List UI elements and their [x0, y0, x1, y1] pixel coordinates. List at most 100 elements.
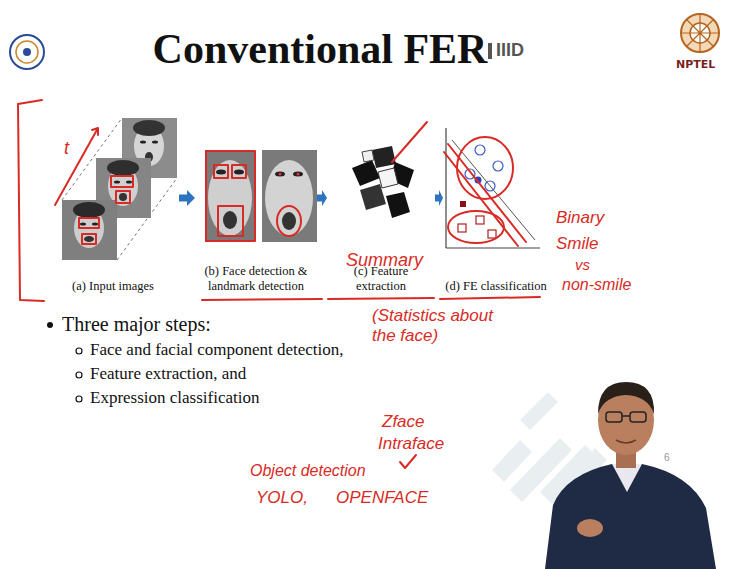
face-crops-part — [279, 173, 282, 176]
handwritten-note: t — [64, 138, 69, 159]
face-crops — [205, 150, 317, 242]
input-image-stack-part — [133, 120, 165, 136]
pen-annotations-part — [400, 455, 416, 468]
institute-logo-part — [16, 41, 38, 63]
face-crops-part — [223, 211, 237, 229]
handwritten-note: non-smile — [562, 276, 631, 294]
bullet-text: Three major steps: — [62, 312, 211, 336]
pen-annotations-part — [328, 298, 434, 299]
handwritten-note: YOLO, — [256, 488, 308, 508]
pen-annotations-part — [440, 297, 540, 299]
pen-annotations-part — [116, 191, 130, 203]
logo-mark-part — [488, 43, 492, 59]
panel-caption: (d) FE classification — [445, 279, 546, 294]
pen-annotations-part — [18, 100, 44, 301]
slide-title: Conventional FER — [120, 24, 520, 74]
pen-annotations-part — [232, 165, 246, 178]
lecturer-figure-part — [612, 464, 642, 492]
logo-mark — [488, 43, 492, 59]
bullet-marks-part — [47, 322, 53, 328]
handwritten-note: Object detection — [250, 462, 366, 480]
lecturer-figure-part — [622, 415, 630, 417]
face-crops-part — [208, 160, 252, 236]
pen-annotations-part — [448, 211, 504, 243]
pen-annotations-part — [277, 206, 301, 236]
sub-bullet-text: Expression classification — [90, 388, 260, 408]
input-image-stack-part — [80, 223, 86, 226]
input-image-stack-part — [92, 223, 98, 226]
logo-text: IIID — [496, 40, 524, 62]
image-panel: (a) Input images — [48, 110, 178, 294]
input-image-stack-part — [84, 236, 94, 242]
pen-annotations-part — [202, 299, 322, 300]
flow-arrow — [435, 190, 443, 206]
slide-number: 6 — [664, 452, 670, 464]
image-panel: (d) FE classification — [444, 125, 548, 294]
lecturer-figure-part — [616, 440, 636, 443]
scatter-plot — [446, 128, 540, 248]
face-crops-part — [265, 160, 313, 236]
scatter-plot-part — [446, 247, 540, 248]
input-image-stack-part — [152, 141, 158, 144]
input-image-stack-part — [107, 160, 139, 176]
input-image-stack-part — [114, 181, 120, 184]
feature-cubes — [352, 146, 414, 218]
lecturer-figure-part — [606, 412, 622, 422]
handwritten-note: (Statistics about the face) — [372, 306, 507, 345]
image-panel: (b) Face detection & landmark detection — [196, 140, 316, 294]
flow-arrow — [317, 190, 327, 206]
scatter-plot-part — [445, 128, 446, 248]
pen-annotations-part — [82, 234, 96, 244]
nptel-emblem — [681, 14, 719, 52]
face-crops-part — [275, 172, 285, 177]
bullet-marks-part — [76, 372, 82, 378]
pen-annotations-part — [55, 128, 98, 205]
scatter-plot-part — [458, 224, 466, 232]
image-panel: (c) Feature extraction — [328, 140, 434, 294]
pen-annotations-part — [448, 144, 526, 242]
lecturer-figure-part — [545, 464, 716, 569]
lecturer-figure-part — [598, 382, 654, 414]
input-image-stack-part — [140, 141, 146, 144]
handwritten-note: OPENFACE — [336, 488, 428, 508]
input-image-stack-part — [119, 193, 127, 201]
scatter-plot-part — [488, 230, 496, 238]
institute-logo-part — [23, 48, 31, 56]
input-image-stack-part — [126, 181, 132, 184]
handwritten-note: Binary — [556, 208, 604, 228]
feature-cubes-part — [362, 150, 374, 162]
face-crops-part — [216, 170, 226, 175]
feature-cubes-part — [378, 168, 398, 188]
watermark-bars-part — [520, 392, 558, 430]
input-image-stack-part — [62, 200, 117, 260]
scatter-plot-part — [493, 161, 503, 171]
panel-caption: (b) Face detection & landmark detection — [196, 264, 316, 294]
pen-annotations-part — [444, 152, 518, 246]
face-crops-part — [293, 172, 303, 177]
bullet-marks-part — [76, 396, 82, 402]
pen-annotations-part — [392, 122, 427, 162]
face-crops-part — [234, 170, 244, 175]
handwritten-note: Smile — [556, 234, 599, 254]
handwritten-note: vs — [575, 256, 590, 273]
face-crops-part — [282, 212, 296, 230]
input-image-stack — [62, 118, 177, 260]
input-image-stack-part — [73, 202, 105, 218]
scatter-plot-part — [485, 181, 495, 191]
lecturer-figure — [545, 382, 716, 569]
lecturer-figure-part — [630, 412, 646, 422]
institute-logo — [10, 35, 44, 69]
handwritten-note: Summary — [346, 250, 423, 271]
face-crops-part — [262, 150, 317, 242]
scatter-plot-part — [460, 201, 466, 207]
bullet-marks-part — [76, 348, 82, 354]
pen-annotations-part — [111, 176, 133, 187]
panel-caption: (a) Input images — [72, 279, 154, 294]
logo-text: NPTEL — [676, 58, 715, 71]
scatter-plot-part — [475, 145, 485, 155]
handwritten-note: Zface — [382, 412, 425, 432]
sub-bullet-text: Feature extraction, and — [90, 364, 246, 384]
pen-annotations-part — [206, 151, 255, 241]
nptel-emblem-part — [681, 14, 719, 52]
